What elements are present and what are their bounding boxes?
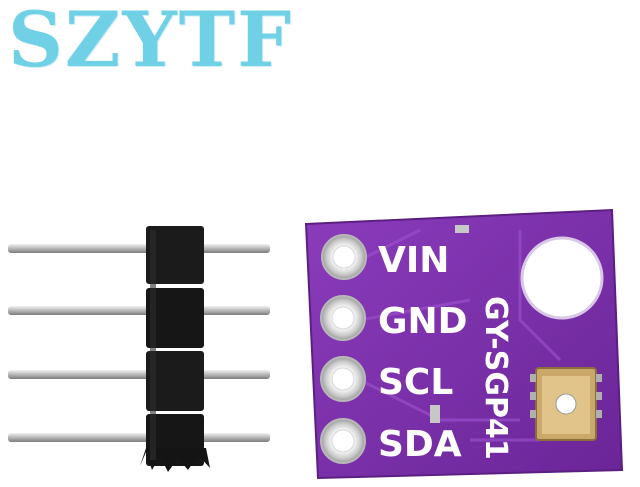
header-pin	[8, 433, 270, 442]
pin-label-vin: VIN	[378, 240, 449, 281]
header-plastic-body	[140, 226, 210, 472]
pin-label-gnd: GND	[378, 301, 468, 342]
header-pins	[8, 244, 270, 442]
smd-component	[455, 225, 469, 233]
sgp41-sensor-chip	[530, 367, 602, 441]
pin-label-sda: SDA	[378, 424, 462, 465]
pin-header	[8, 226, 270, 472]
mounting-hole	[520, 236, 604, 320]
header-pin	[8, 306, 270, 315]
header-pin	[8, 244, 270, 253]
sensor-board: VIN GND SCL SDA GY-SGP41	[304, 208, 624, 480]
smd-component	[430, 405, 440, 423]
brand-logo-text: SZYTF	[8, 0, 294, 84]
header-pin	[8, 370, 270, 379]
pin-label-scl: SCL	[378, 362, 453, 403]
board-model-label: GY-SGP41	[478, 296, 513, 460]
